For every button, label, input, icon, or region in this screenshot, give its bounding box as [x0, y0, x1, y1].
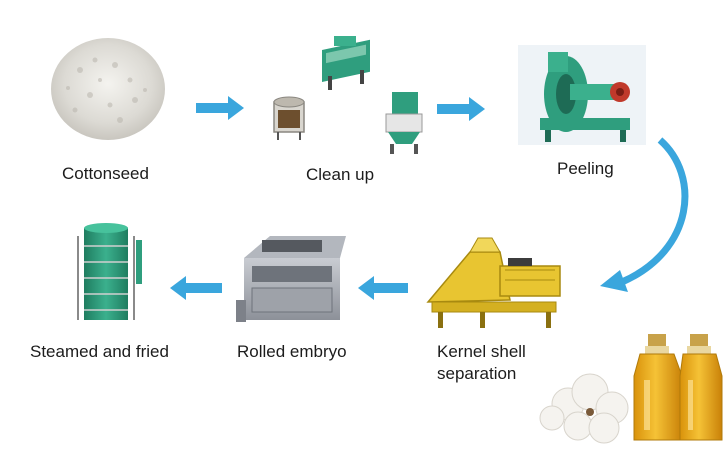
rolling-mill-icon	[236, 236, 346, 322]
label-peeling: Peeling	[557, 159, 614, 178]
label-steamed-and-fried: Steamed and fried	[30, 342, 169, 361]
arrow-separation-to-rolled	[358, 276, 408, 300]
label-cottonseed: Cottonseed	[62, 164, 149, 183]
label-rolled-embryo: Rolled embryo	[237, 342, 347, 361]
arrow-rolled-to-steamed	[170, 276, 222, 300]
label-kernel-shell-separation: Kernel shell separation	[437, 342, 526, 383]
cleaning-machines-icon	[273, 36, 423, 154]
cotton-oil-bottles-icon	[539, 334, 723, 444]
steam-cooker-icon	[77, 223, 142, 320]
separator-machine-icon	[426, 237, 561, 328]
label-clean-up: Clean up	[306, 165, 375, 184]
cottonseed-pile-icon	[51, 38, 165, 140]
arrow-peeling-to-separation	[600, 137, 689, 292]
peeling-machine-icon	[518, 45, 646, 145]
arrow-cleanup-to-peeling	[437, 97, 485, 121]
arrow-cottonseed-to-cleanup	[196, 96, 244, 120]
